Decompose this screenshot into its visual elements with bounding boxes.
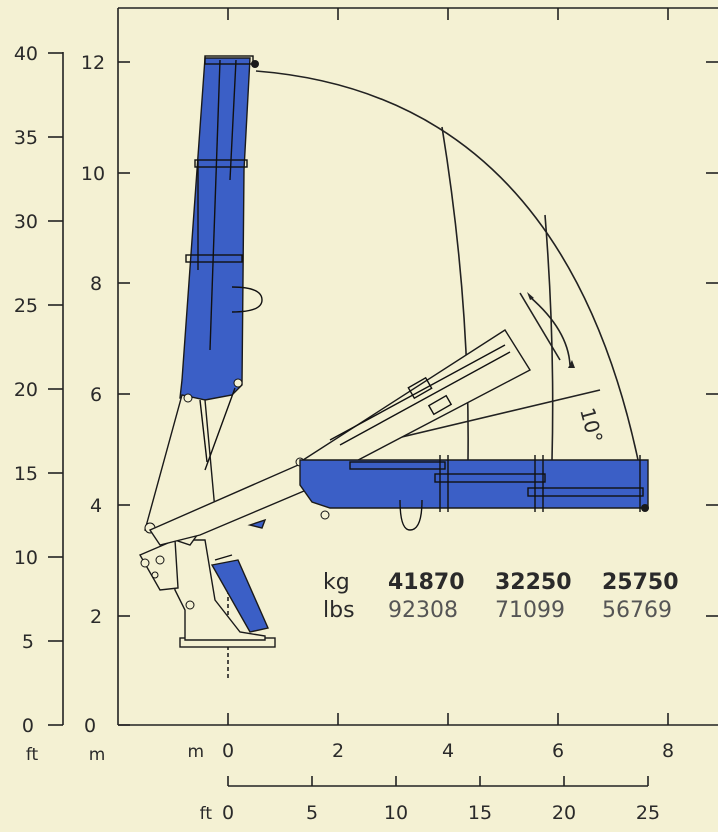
mb-tick-4: 4 <box>442 740 454 762</box>
ft-tick-5: 5 <box>22 631 34 653</box>
m-tick-0: 0 <box>84 715 96 737</box>
m-tick-2: 2 <box>90 606 102 628</box>
m-axis-bottom: m 0 2 4 6 8 <box>187 713 674 762</box>
lbs-value-2: 71099 <box>495 598 565 623</box>
fb-tick-25: 25 <box>636 802 660 824</box>
crane-base <box>169 539 276 648</box>
ft-tick-15: 15 <box>14 463 38 485</box>
inner-boom-vertical <box>179 55 263 401</box>
m-tick-12: 12 <box>81 52 105 74</box>
ft-tick-30: 30 <box>14 211 38 233</box>
m-tick-4: 4 <box>90 495 102 517</box>
fb-tick-5: 5 <box>306 802 318 824</box>
ft-axis-bottom: ft 0 5 10 15 20 25 <box>200 776 660 824</box>
mb-tick-2: 2 <box>332 740 344 762</box>
kg-value-3: 25750 <box>602 570 679 595</box>
lbs-value-1: 92308 <box>388 598 458 623</box>
ft-tick-0: 0 <box>22 715 34 737</box>
m-axis-left: 0 2 4 6 8 10 12 m <box>81 52 130 765</box>
mb-tick-8: 8 <box>662 740 674 762</box>
m-unit-left: m <box>89 745 106 765</box>
kg-unit-label: kg <box>323 570 350 595</box>
fb-tick-10: 10 <box>384 802 408 824</box>
lbs-unit-label: lbs <box>323 598 355 623</box>
capacity-table: kg 41870 32250 25750 lbs 92308 71099 567… <box>323 570 679 623</box>
plot-frame <box>117 7 718 726</box>
mb-tick-0: 0 <box>222 740 234 762</box>
ft-axis-left: 0 5 10 15 20 25 30 35 40 ft <box>14 43 64 765</box>
ft-tick-40: 40 <box>14 43 38 65</box>
angle-label: 10° <box>575 405 607 445</box>
working-range-envelope <box>227 70 639 678</box>
fb-tick-20: 20 <box>552 802 576 824</box>
ft-tick-25: 25 <box>14 295 38 317</box>
fb-tick-15: 15 <box>468 802 492 824</box>
ft-tick-20: 20 <box>14 379 38 401</box>
fb-tick-0: 0 <box>222 802 234 824</box>
ft-unit-bottom: ft <box>200 804 213 824</box>
kg-value-1: 41870 <box>388 570 465 595</box>
m-tick-8: 8 <box>90 273 102 295</box>
kg-value-2: 32250 <box>495 570 572 595</box>
m-tick-6: 6 <box>90 384 102 406</box>
ft-tick-35: 35 <box>14 127 38 149</box>
m-tick-10: 10 <box>81 163 105 185</box>
ft-tick-10: 10 <box>14 547 38 569</box>
mb-tick-6: 6 <box>552 740 564 762</box>
m-unit-bottom: m <box>187 742 204 762</box>
outer-boom-horizontal <box>247 455 649 531</box>
knuckle-linkage <box>139 378 243 591</box>
lbs-value-3: 56769 <box>602 598 672 623</box>
ft-unit-left: ft <box>26 745 39 765</box>
